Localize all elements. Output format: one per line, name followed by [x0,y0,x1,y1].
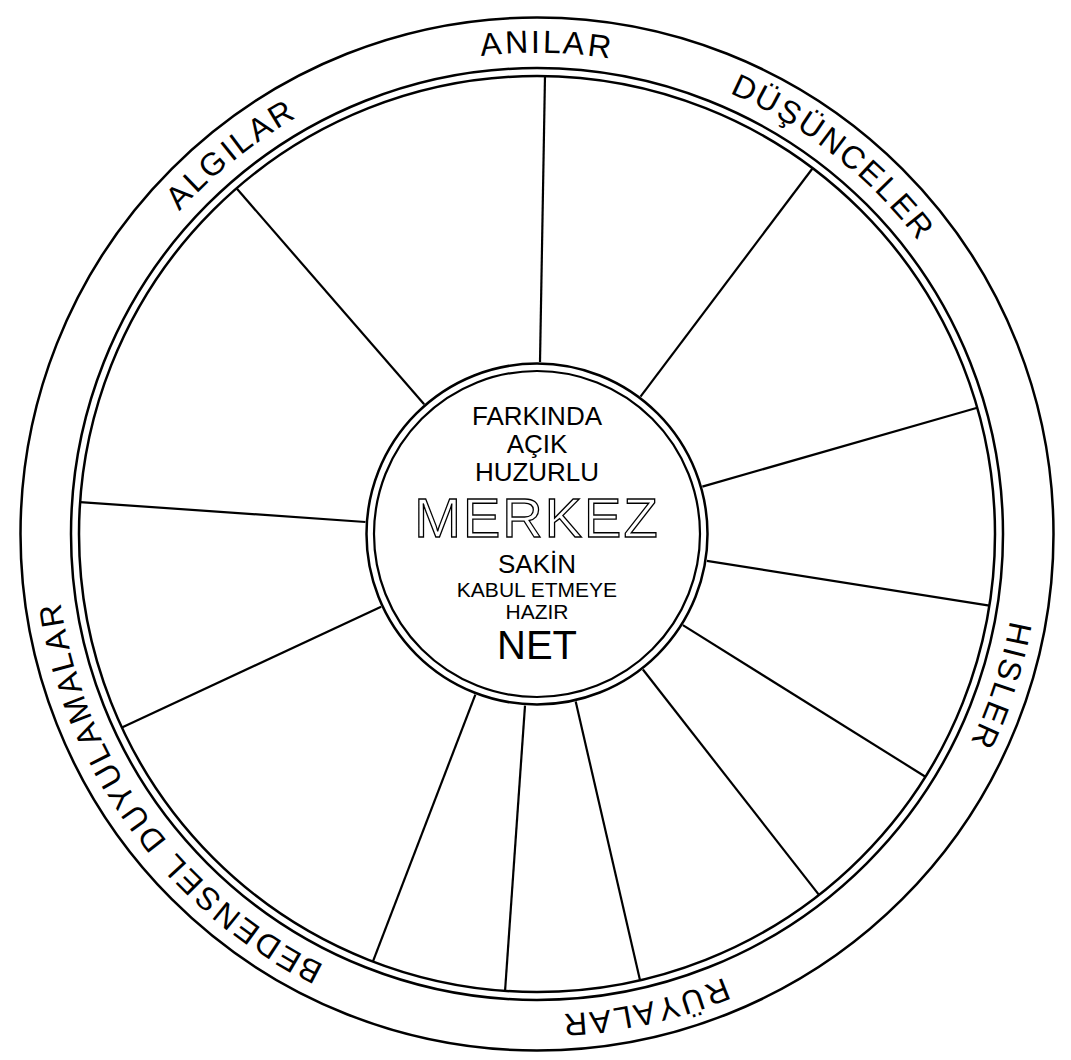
wheel-rim [71,68,1003,1000]
wheel-spoke [373,695,475,962]
ring-label-letter: R [34,602,69,630]
center-circle-line [367,364,708,705]
wheel-spoke [707,561,989,606]
ring-label: DÜŞÜNCELER [720,64,943,249]
wheel-spoke [505,706,525,991]
center-circle: FARKINDAAÇIKHUZURLU MERKEZ SAKİNKABUL ETME… [365,362,709,706]
ring-label-letter: I [531,26,540,58]
wheel-spoke [576,702,640,981]
center-title: MERKEZ [414,490,659,546]
center-word: NET [497,625,577,665]
ring-label: HISLER [962,610,1043,760]
ring-label-letter: A [562,27,586,61]
ring-label-letter: A [479,27,503,61]
outer-circle-line [21,18,1054,1051]
wheel-rim [79,76,995,992]
ring-label-letter: A [39,627,75,655]
center-word: AÇIK [507,431,568,457]
wheel-spoke [237,188,425,404]
ring-label: BEDENSEL DUYULAMALAR [28,592,334,995]
ring-label-letter: N [504,26,528,59]
ring-label-letter: R [586,29,613,64]
center-word: SAKİN [498,551,576,577]
ring-label: ALGILAR [155,90,304,220]
wheel-spoke [641,168,813,396]
wheel-spoke [122,607,381,728]
center-text-stack: FARKINDAAÇIKHUZURLU MERKEZ SAKİNKABUL ETME… [365,362,709,706]
wheel-spoke [80,502,365,522]
outer-band: ANILARDÜŞÜNCELERHISLERRÜYALARBEDENSEL DU… [19,16,1055,1052]
ring-label: ANILAR [467,18,623,70]
wheel-spoke [683,625,926,777]
center-circle-line [374,371,700,697]
wheel-spoke [643,670,819,895]
ring-label-letter: R [563,1008,589,1042]
ring-label-letter: A [588,1005,613,1039]
center-word: HUZURLU [475,459,599,485]
ring-label-letter: H [1001,620,1037,649]
ring-label-letter: L [542,26,561,59]
ring-label: RÜYALAR [552,968,742,1049]
wheel-spoke [702,408,977,487]
center-word: FARKINDA [472,403,602,429]
center-word: KABUL ETMEYE HAZIR [450,579,625,623]
wheel-spoke [540,76,545,362]
